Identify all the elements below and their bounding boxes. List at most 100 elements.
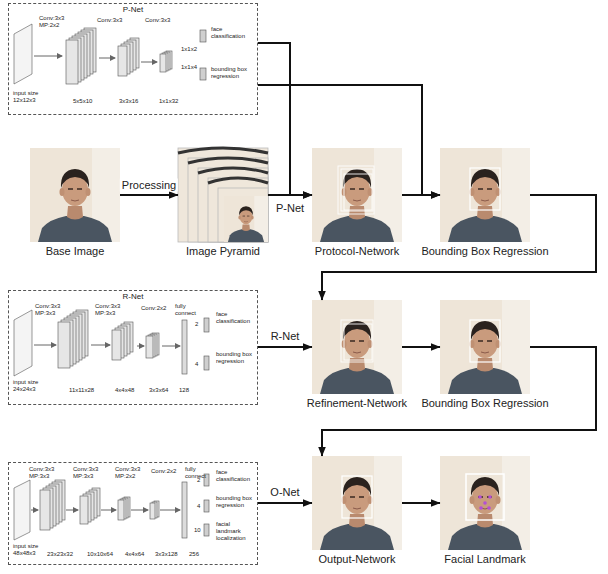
candidate-boxes [341,169,373,211]
image-pyramid [218,188,268,242]
layer-label: Conv:2x2 [141,305,166,312]
pnet-schematic [200,30,206,42]
landmark-dots [487,506,491,510]
onet-schematic [131,510,148,511]
image-caption: Bounding Box Regression [421,397,548,410]
image-frame: Protocol-Network [312,148,402,242]
candidate-boxes [341,320,373,362]
layer-label: bounding box regression [216,351,256,365]
layer-label: 128 [179,387,189,394]
edge-label: Processing [120,179,178,192]
rnet-schematic [34,345,56,346]
face-box [342,476,372,518]
flow-arrow [402,194,440,196]
output-photo [312,456,402,550]
landmark-dots [478,495,482,499]
face-box [470,320,500,362]
layer-label: 3x3x16 [119,98,138,105]
pnet-schematic [200,68,206,80]
layer-label: 4x4x64 [125,551,144,558]
layer-label: Conv:3x3 MP:3x3 [73,466,103,480]
rnet-schematic [91,345,110,346]
layer-label: 2 [195,321,198,328]
layer-label: Conv:3x3 MP:2x2 [39,15,69,29]
layer-label: 4 [197,503,200,510]
image-frame: Facial Landmark [440,456,530,550]
image-frame: Bounding Box Regression [440,300,530,394]
pnet-schematic [66,28,172,84]
image-pyramid [208,178,268,183]
landmark-dots [483,501,487,505]
layer-label: 3x3x128 [155,551,178,558]
flow-arrow [120,194,178,196]
pnet-schematic [14,24,32,84]
bbr-photo [440,148,530,242]
layer-label: 1x1x4 [181,64,197,71]
landmark-dots [488,495,492,499]
layer-label: 1x1x2 [181,46,197,53]
flow-arrow [258,43,312,195]
image-caption: Protocol-Network [315,245,399,258]
onet-schematic [204,500,209,512]
face-box [470,168,500,210]
rnet-schematic [112,330,121,360]
landmark-dots [479,506,483,510]
onet-schematic [31,510,38,511]
pnet-schematic [160,54,166,72]
candidate-boxes [338,166,374,214]
face-box [466,474,504,520]
flow-arrow [258,346,312,348]
network-panel: P-NetConv:3x3 MP:2x2Conv:3x3Conv:3x3face… [8,3,258,115]
onet-schematic [150,503,155,519]
layer-label: facial landmark localization [216,521,256,542]
onet-schematic [40,480,159,530]
onet-schematic [101,510,116,511]
layer-label: face classification [216,311,256,325]
layer-label: input size 48x48x3 [13,543,49,557]
rnet-schematic [182,320,187,374]
image-pyramid [198,168,268,242]
layer-label: Conv:2x2 [151,468,176,475]
image-caption: Facial Landmark [444,553,525,566]
onet-schematic [40,490,50,530]
layer-label: bounding box regression [216,495,256,509]
edge-label: P-Net [274,202,306,215]
onet-schematic [14,480,30,540]
flow-arrow [258,502,312,504]
onet-schematic [66,510,78,511]
layer-label: bounding box regression [211,66,255,80]
candidate-boxes [338,166,374,214]
rnet-schematic [137,346,144,347]
refinement-photo [312,300,402,394]
bbr-photo [440,300,530,394]
rnet-schematic [162,346,180,347]
rnet-schematic [14,310,32,376]
candidate-boxes [341,320,373,362]
layer-label: face classification [216,469,256,483]
layer-label: 10x10x64 [87,551,113,558]
flow-arrow [402,502,440,504]
edge-label: O-Net [268,486,301,499]
image-frame: Bounding Box Regression [440,148,530,242]
image-caption: Refinement-Network [307,397,407,410]
pnet-schematic [34,56,157,62]
candidate-boxes [344,324,372,360]
image-frame: Refinement-Network [312,300,402,394]
landmark-photo [440,456,530,550]
layer-label: Conv:3x3 [145,17,170,24]
layer-label: 11x11x28 [69,387,94,394]
onet-schematic [182,482,187,538]
pnet-schematic [141,62,157,63]
image-pyramid [178,148,268,242]
image-pyramid [178,148,268,242]
rnet-schematic [34,345,180,346]
layer-label: 3x3x64 [149,387,168,394]
rnet-schematic [58,310,159,368]
pnet-schematic [99,58,115,59]
onet-schematic [204,524,209,536]
layer-label: input size 12x12x3 [13,90,49,104]
layer-label: 10 [194,527,201,534]
layer-label: 256 [189,551,199,558]
image-frame: Image Pyramid [178,148,268,242]
